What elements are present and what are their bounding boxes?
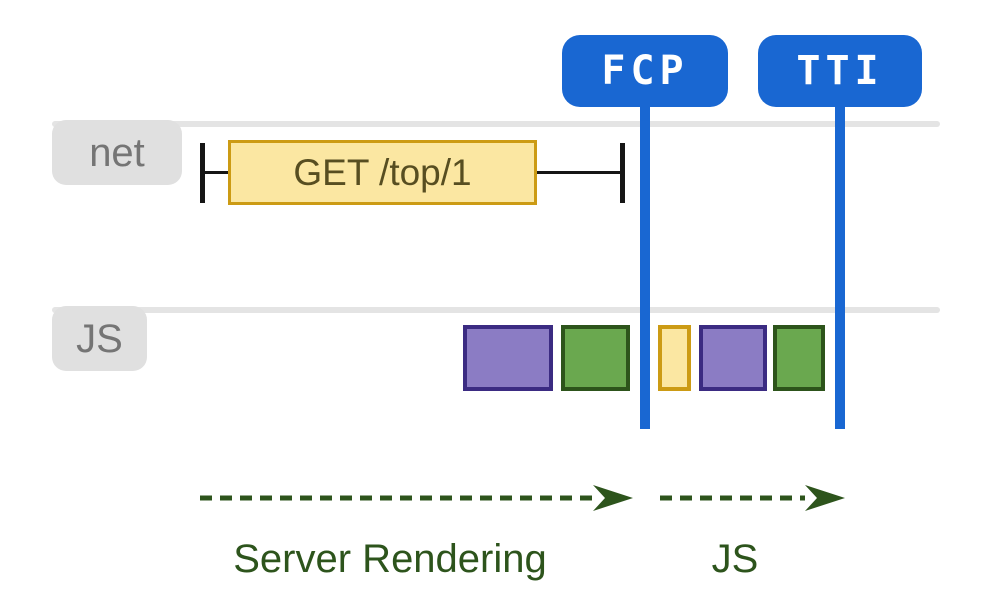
net-lane-line — [52, 121, 940, 127]
js-lane-label-text: JS — [76, 316, 123, 361]
request-label: GET /top/1 — [293, 151, 472, 193]
fcp-marker-line — [640, 100, 650, 429]
request-end-tick — [620, 143, 625, 203]
request-box: GET /top/1 — [228, 140, 537, 205]
js-arrow-icon — [660, 485, 845, 511]
server-rendering-phase-label: Server Rendering — [233, 537, 547, 581]
fcp-badge: FCP — [562, 35, 728, 107]
tti-marker-line — [835, 100, 845, 429]
js-lane-label: JS — [52, 306, 147, 371]
js-task-block-purple — [699, 325, 767, 391]
net-lane-label-text: net — [89, 130, 145, 175]
js-phase-label: JS — [711, 537, 759, 581]
js-lane-line — [52, 307, 940, 313]
net-lane-label: net — [52, 120, 182, 185]
tti-badge-label: TTI — [796, 48, 884, 94]
server-rendering-arrow-icon — [200, 485, 633, 511]
js-task-block-green — [773, 325, 825, 391]
request-start-tick — [200, 143, 205, 203]
tti-badge: TTI — [758, 35, 922, 107]
fcp-badge-label: FCP — [601, 48, 689, 94]
js-task-block-purple — [463, 325, 553, 391]
js-task-block-yellow — [658, 325, 691, 391]
js-task-block-green — [561, 325, 630, 391]
